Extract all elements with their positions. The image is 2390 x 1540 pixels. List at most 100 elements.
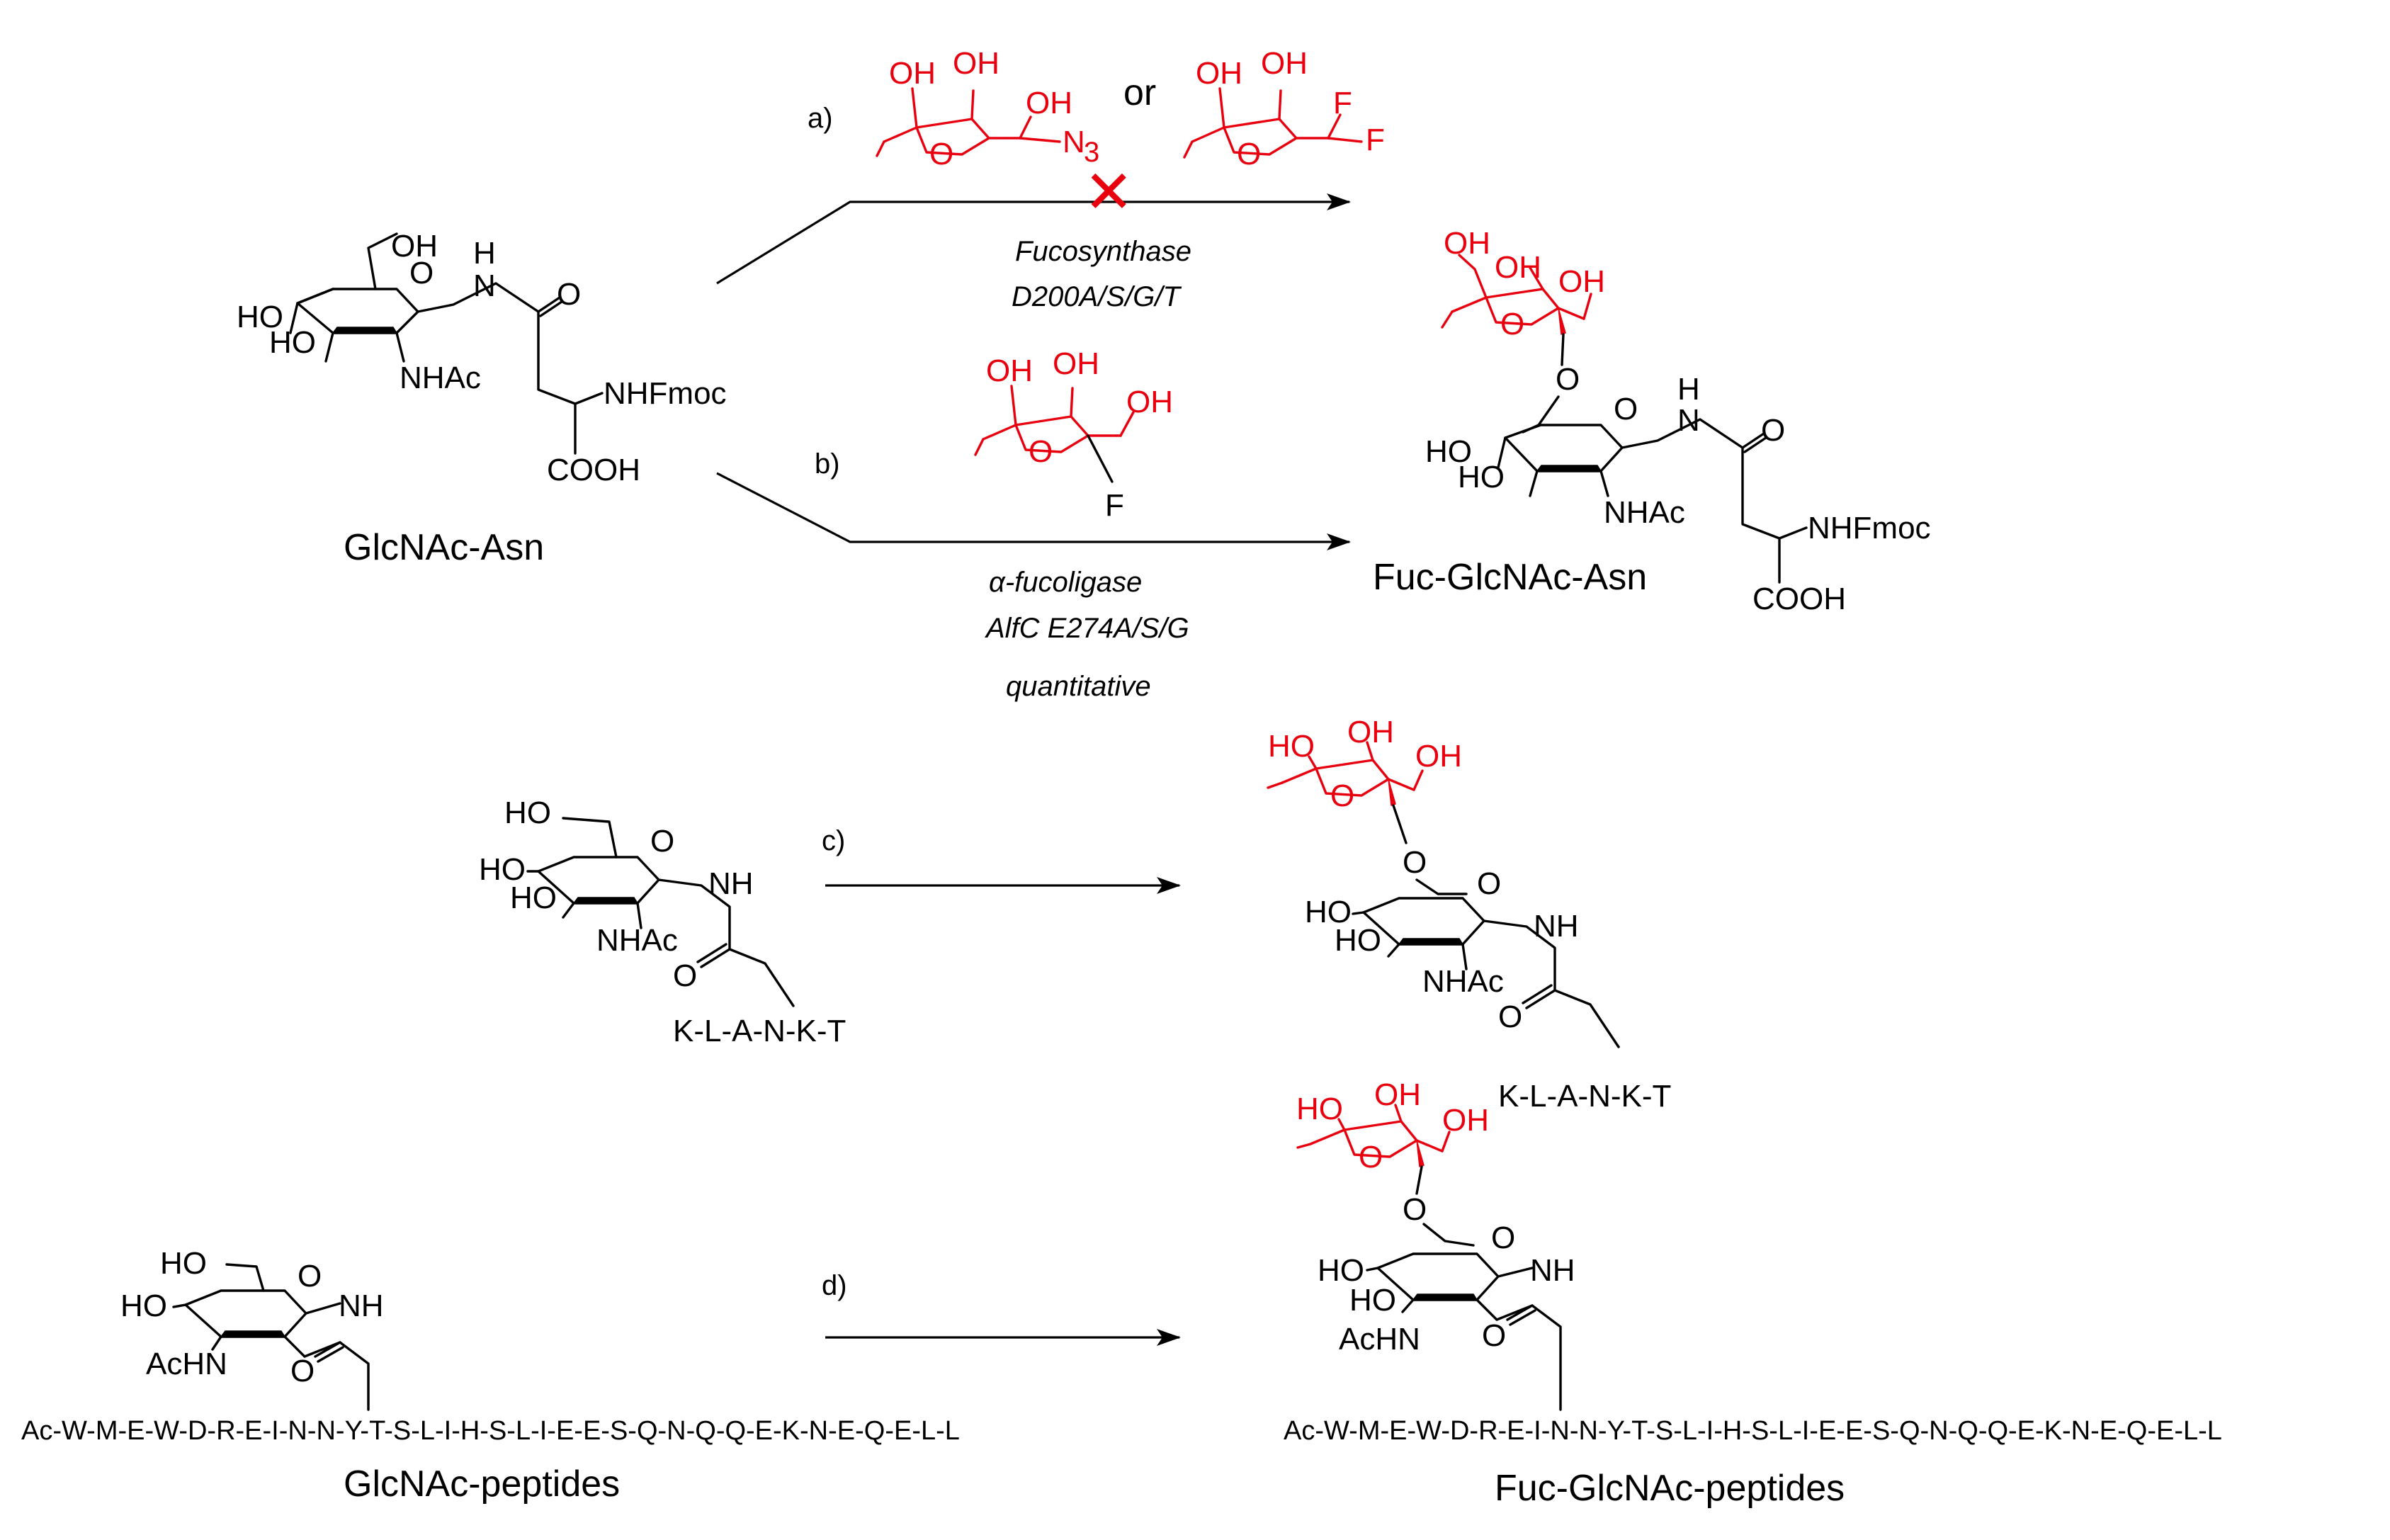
reagent-b-oh2: OH: [1126, 385, 1173, 419]
row-c-product-nh: NH: [1534, 909, 1579, 944]
step-b-label: b): [815, 448, 840, 480]
product-nhfmoc: NHFmoc: [1808, 511, 1931, 545]
row-c-product-ho3: HO: [1335, 923, 1381, 958]
product-cooh: COOH: [1752, 582, 1846, 616]
row-d-product: HO OH OH O O HO HO O NH AcHN O Ac-W-M-E-…: [1284, 1077, 2222, 1509]
row-c-ho4: HO: [479, 852, 526, 887]
row-d-carbonyl-o: O: [290, 1354, 315, 1388]
glcnac-peptides-name: GlcNAc-peptides: [344, 1463, 620, 1505]
glcnac-asn-ho4: HO: [237, 300, 283, 334]
reagent1-ring-o: O: [929, 137, 953, 171]
row-c-product-ring-o: O: [1477, 866, 1501, 901]
row-c-nhac: NHAc: [596, 923, 678, 958]
row-c-product-fuc-oh3: OH: [1347, 715, 1394, 749]
product-nhac: NHAc: [1604, 495, 1685, 530]
glcnac-asn-carbonyl-o: O: [557, 277, 581, 312]
product-ho4: HO: [1425, 434, 1472, 469]
reagent-b-oh4: OH: [986, 353, 1033, 388]
glcnac-asn-cooh: COOH: [547, 453, 640, 487]
blocked-cross-icon: ✕: [1084, 159, 1133, 225]
fuc-glcnac-asn-name: Fuc-GlcNAc-Asn: [1373, 557, 1647, 598]
fuc-glcnac-peptides-name: Fuc-GlcNAc-peptides: [1495, 1468, 1845, 1509]
fucosyl-fluoride-donor-a: OH OH F O F: [1183, 46, 1385, 171]
row-c-peptide: K-L-A-N-K-T: [673, 1014, 846, 1048]
product-fuc-oh3: OH: [1495, 250, 1541, 285]
row-b-fucoligase: b) OH OH OH O F α-fucoligase AlfC E274A/…: [716, 346, 1351, 702]
row-d-product-fuc-ring-o: O: [1359, 1140, 1383, 1174]
yield-text: quantitative: [1006, 671, 1151, 702]
row-d-product-ho4: HO: [1318, 1253, 1364, 1288]
row-c-ring-o: O: [650, 824, 674, 859]
enzyme-b-line1: α-fucoligase: [989, 567, 1142, 598]
glcnac-asn-oh6: OH: [391, 229, 438, 264]
reagent1-n: N: [1063, 125, 1085, 159]
glcnac-asn-n: N: [473, 268, 496, 303]
reagent2-ring-o: O: [1237, 137, 1261, 171]
reagent2-oh3: OH: [1261, 46, 1308, 81]
row-d-product-link-o: O: [1403, 1192, 1427, 1227]
row-d-achn: AcHN: [146, 1347, 227, 1381]
row-d-product-sequence: Ac-W-M-E-W-D-R-E-I-N-N-Y-T-S-L-I-H-S-L-I…: [1284, 1416, 2222, 1446]
row-d-product-nh: NH: [1530, 1253, 1575, 1288]
glcnac-asn-nh-h: H: [473, 236, 496, 271]
fuc-glcnac-asn-structure: OH OH OH O O HO HO O N H O NHAc NHFmoc C…: [1373, 226, 1931, 616]
row-d-substrate: HO HO O NH AcHN O Ac-W-M-E-W-D-R-E-I-N-N…: [21, 1246, 960, 1505]
row-c-product-fuc-oh2: OH: [1415, 739, 1462, 774]
row-d-product-fuc-oh3: OH: [1374, 1077, 1421, 1112]
row-c-ho3: HO: [510, 881, 557, 915]
glcnac-asn-nhfmoc: NHFmoc: [604, 376, 727, 411]
product-fuc-ring-o: O: [1500, 307, 1524, 341]
reagent1-oh2: OH: [1026, 86, 1072, 120]
row-d-product-fuc-oh2: OH: [1442, 1103, 1489, 1138]
step-d-label: d): [822, 1270, 847, 1301]
row-c-product: HO OH OH O O HO HO O NH NHAc O K-L-A-N-K…: [1267, 715, 1671, 1114]
enzyme-a-line1: Fucosynthase: [1015, 236, 1191, 267]
product-fuc-oh4: OH: [1444, 226, 1490, 261]
reagent-b-oh3: OH: [1053, 346, 1099, 381]
enzyme-a-line2: D200A/S/G/T: [1012, 281, 1182, 312]
reagent-b-f: F: [1105, 488, 1124, 523]
row-c-product-fuc-ring-o: O: [1330, 779, 1354, 813]
row-c-product-link-o: O: [1403, 845, 1427, 880]
enzyme-b-line2: AlfC E274A/S/G: [985, 613, 1189, 644]
reagent2-f1: F: [1366, 123, 1385, 157]
row-d-nh: NH: [339, 1289, 384, 1323]
glcnac-asn-ho3: HO: [269, 325, 316, 360]
row-d-ring-o: O: [298, 1259, 322, 1293]
glcnac-asn-structure: OH HO HO O N H O NHAc NHFmoc COOH GlcNAc…: [237, 229, 727, 568]
row-d-sequence: Ac-W-M-E-W-D-R-E-I-N-N-Y-T-S-L-I-H-S-L-I…: [21, 1416, 960, 1446]
row-d-product-carbonyl-o: O: [1482, 1318, 1506, 1353]
glcnac-asn-name: GlcNAc-Asn: [344, 527, 544, 568]
row-d-product-ring-o: O: [1491, 1221, 1515, 1255]
arrow-b: [716, 472, 1351, 550]
product-carbonyl-o: O: [1761, 413, 1785, 448]
row-c-product-nhac: NHAc: [1422, 964, 1504, 999]
product-ho3: HO: [1458, 460, 1505, 494]
row-c-substrate: HO HO HO O NH NHAc O K-L-A-N-K-T: [479, 796, 846, 1048]
row-c-product-peptide: K-L-A-N-K-T: [1498, 1079, 1671, 1114]
row-c-product-fuc-ho4: HO: [1268, 729, 1315, 764]
arrow-a: [716, 193, 1351, 285]
step-a-label: a): [808, 103, 833, 134]
fucosyl-azide-donor: OH OH OH O N 3: [876, 46, 1099, 171]
row-d-ho4: HO: [120, 1289, 167, 1323]
glcnac-asn-ring-o: O: [409, 256, 434, 290]
row-d: HO HO O NH AcHN O Ac-W-M-E-W-D-R-E-I-N-N…: [21, 1077, 2222, 1509]
row-c-carbonyl-o: O: [673, 958, 697, 993]
product-link-o: O: [1556, 362, 1580, 397]
fucosyl-fluoride-donor-b: OH OH OH O F: [974, 346, 1173, 523]
row-d-product-ho3: HO: [1349, 1283, 1396, 1318]
row-c-ho6: HO: [504, 796, 551, 830]
reagent1-oh3: OH: [953, 46, 999, 81]
row-a-fucosynthase: a) OH OH OH O N 3 or OH OH F: [716, 46, 1385, 312]
product-nh-h: H: [1677, 372, 1700, 407]
product-ring-o: O: [1614, 392, 1638, 426]
reagent1-n-subscript: 3: [1084, 137, 1099, 168]
row-c-nh: NH: [708, 866, 754, 901]
glcnac-asn-nhac: NHAc: [400, 361, 481, 395]
reagent-b-ring-o: O: [1029, 434, 1053, 469]
row-d-ho6: HO: [160, 1246, 207, 1281]
row-d-product-fuc-ho4: HO: [1296, 1092, 1343, 1126]
reagent1-oh4: OH: [889, 56, 936, 91]
